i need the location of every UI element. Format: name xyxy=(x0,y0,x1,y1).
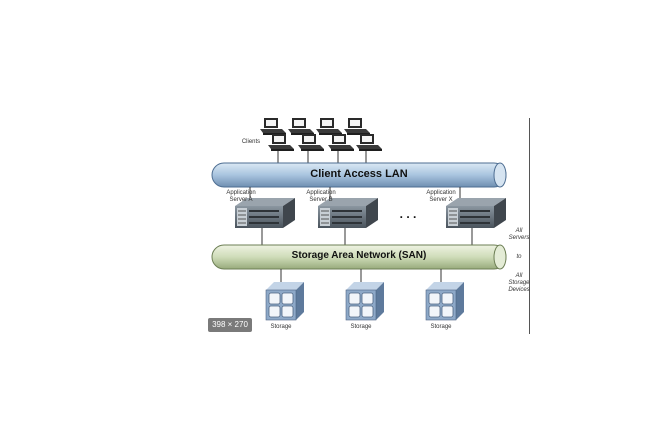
client-connector-lines xyxy=(277,151,367,163)
side-note-to: to xyxy=(516,254,522,260)
storage-device-icon xyxy=(265,281,305,321)
client-computer-icon xyxy=(328,134,354,151)
side-note-all-storage-devices: All Storage Devices xyxy=(504,273,534,294)
client-computer-icon xyxy=(356,134,382,151)
storage-device-icon xyxy=(425,281,465,321)
client-computer-icon xyxy=(288,118,314,135)
image-size-badge: 398 × 270 xyxy=(208,318,252,332)
side-note-all-2: All xyxy=(515,273,523,279)
side-note-storage: Storage xyxy=(508,280,530,286)
client-access-lan-label: Client Access LAN xyxy=(310,168,408,180)
san-pipe xyxy=(211,244,507,270)
client-computer-icon xyxy=(268,134,294,151)
san-storage-lines xyxy=(280,269,442,284)
storage-label-2: Storage xyxy=(350,324,372,330)
client-access-lan-pipe xyxy=(211,162,507,188)
server-a-label-line2: Server A xyxy=(229,197,253,203)
lan-server-lines xyxy=(249,187,461,200)
server-b-label-line2: Server B xyxy=(309,197,333,203)
clients-label: Clients xyxy=(241,139,261,145)
server-a-label: Application Server A xyxy=(218,190,264,204)
server-san-lines xyxy=(261,228,473,245)
server-b-label-line1: Application xyxy=(306,190,336,196)
side-note-all: All xyxy=(515,228,523,234)
client-computer-icon xyxy=(344,118,370,135)
server-x-label: Application Server X xyxy=(418,190,464,204)
storage-device-icon xyxy=(345,281,385,321)
storage-label-1: Storage xyxy=(270,324,292,330)
server-b-label: Application Server B xyxy=(298,190,344,204)
frame-border-line xyxy=(529,118,530,334)
storage-label-3: Storage xyxy=(430,324,452,330)
client-computer-icon xyxy=(316,118,342,135)
server-a-label-line1: Application xyxy=(226,190,256,196)
san-label: Storage Area Network (SAN) xyxy=(291,250,427,261)
server-x-label-line1: Application xyxy=(426,190,456,196)
side-note-servers: Servers xyxy=(508,235,530,241)
client-computer-icon xyxy=(298,134,324,151)
side-note-devices: Devices xyxy=(508,287,530,293)
server-x-label-line2: Server X xyxy=(429,197,453,203)
client-computer-icon xyxy=(260,118,286,135)
side-note-all-servers: All Servers xyxy=(504,228,534,242)
more-servers-ellipsis: . . . xyxy=(399,207,417,221)
